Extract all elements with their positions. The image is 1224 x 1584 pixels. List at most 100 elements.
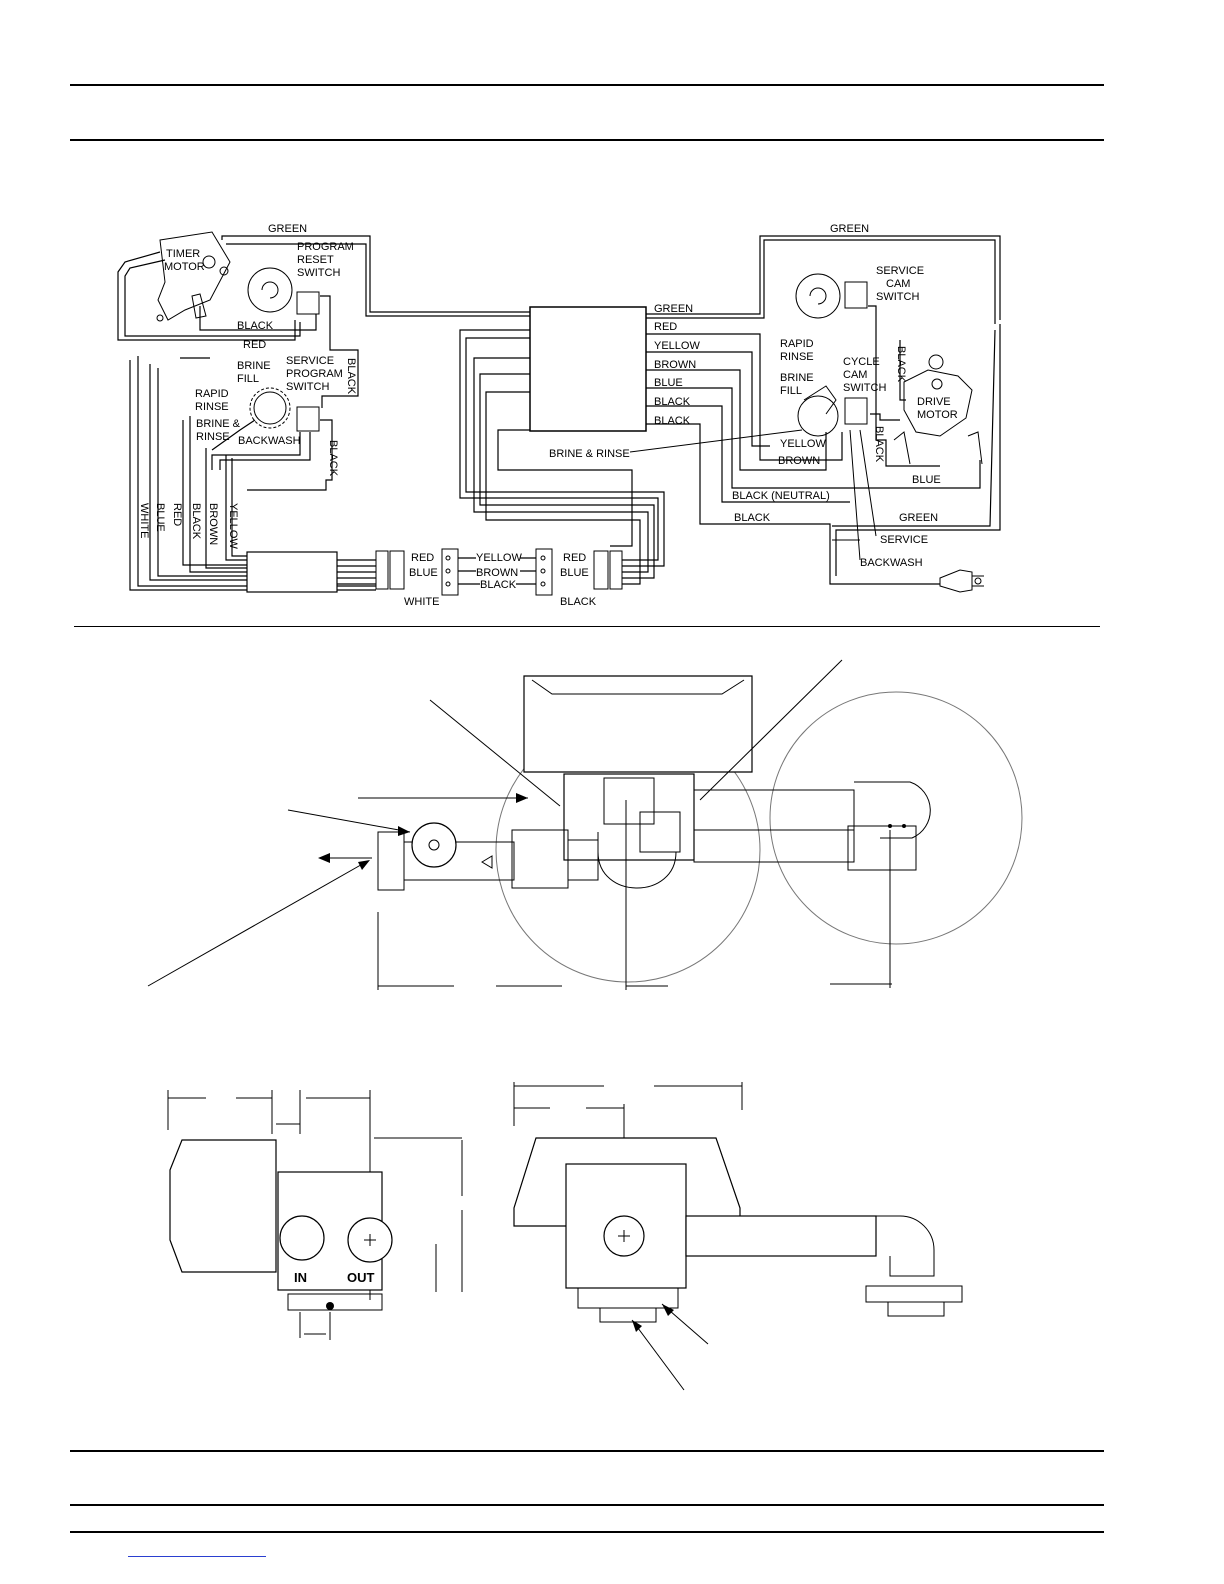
- bundle-blue: BLUE: [154, 503, 166, 532]
- cycle-cam-label-1: CYCLE: [843, 356, 880, 368]
- connector-mid-black: BLACK: [480, 579, 517, 591]
- service-program-wheel-icon: [249, 387, 291, 429]
- timer-housing: [523, 675, 753, 773]
- brine-tank-outline: [769, 691, 1023, 945]
- drive-motor-label-1: DRIVE: [917, 396, 951, 408]
- timer-motor-label-1: TIMER: [166, 248, 200, 260]
- footer-rule-1: [70, 1450, 1104, 1452]
- bundle-sleeve: [246, 551, 338, 593]
- drive-motor-label-2: MOTOR: [917, 409, 958, 421]
- plug-left-1: [375, 550, 389, 590]
- service-label: SERVICE: [880, 534, 928, 546]
- power-plug-icon: [939, 569, 984, 593]
- side-timer-housing: [513, 1137, 741, 1227]
- plug-right-1: [593, 550, 609, 590]
- brine-rinse-left-1: BRINE &: [196, 418, 241, 430]
- black-label-1: BLACK: [237, 320, 274, 332]
- bundle-black: BLACK: [190, 503, 202, 540]
- black-vertical-4: BLACK: [873, 426, 885, 463]
- cycle-cam-switch-icon: [844, 397, 868, 425]
- wiring-diagram: TIMER MOTOR PROGRAM RESET SWITCH SERVICE…: [117, 223, 1001, 608]
- black-neutral-label: BLACK (NEUTRAL): [732, 490, 830, 502]
- service-cam-switch-icon: [844, 281, 868, 309]
- black-vertical-3: BLACK: [895, 346, 907, 383]
- brine-rinse-left-2: RINSE: [196, 431, 230, 443]
- connector-right-red: RED: [563, 552, 586, 564]
- service-cam-label-1: SERVICE: [876, 265, 924, 277]
- connector-mid-yellow: YELLOW: [476, 552, 522, 564]
- box-wire-black-2: BLACK: [654, 415, 691, 427]
- section-divider: [74, 626, 1100, 627]
- service-program-label-2: PROGRAM: [286, 368, 343, 380]
- connector-right-blue: BLUE: [560, 567, 589, 579]
- service-program-switch-icon: [296, 406, 320, 432]
- timer-motor-icon: [156, 231, 231, 322]
- out-label: OUT: [347, 1270, 375, 1285]
- box-wire-red: RED: [654, 321, 677, 333]
- green-top-left-label: GREEN: [268, 223, 307, 235]
- bundle-yellow: YELLOW: [227, 503, 239, 549]
- box-wire-blue: BLUE: [654, 377, 683, 389]
- plug-left-2: [389, 550, 405, 590]
- brine-line: [693, 789, 855, 831]
- valve-body: [563, 773, 695, 861]
- side-valve-body: [565, 1163, 687, 1289]
- flow-meter-icon: [411, 822, 457, 868]
- blue-right-label: BLUE: [912, 474, 941, 486]
- backwash-right-label: BACKWASH: [860, 557, 923, 569]
- rapid-rinse-left-1: RAPID: [195, 388, 229, 400]
- brine-fill-right-2: FILL: [780, 385, 802, 397]
- inlet-port-icon: [279, 1215, 325, 1261]
- connector-left-blue: BLUE: [409, 567, 438, 579]
- plug-right-2: [609, 550, 623, 590]
- program-reset-label-3: SWITCH: [297, 267, 340, 279]
- brine-fill-left-2: FILL: [237, 373, 259, 385]
- connector-left-white: WHITE: [404, 596, 439, 608]
- connector-mid-brown: BROWN: [476, 567, 518, 579]
- box-wire-yellow: YELLOW: [654, 340, 700, 352]
- service-cam-label-2: CAM: [886, 278, 910, 290]
- program-reset-switch-icon: [296, 291, 320, 315]
- header-rule-top: [70, 84, 1104, 86]
- cycle-cam-icon: [797, 395, 839, 437]
- drive-motor-icon: [893, 354, 983, 465]
- bundle-white: WHITE: [138, 503, 150, 538]
- side-brine-line: [685, 1215, 877, 1257]
- connector-left-red: RED: [411, 552, 434, 564]
- program-reset-label-1: PROGRAM: [297, 241, 354, 253]
- service-cam-icon: [795, 273, 841, 319]
- program-reset-label-2: RESET: [297, 254, 334, 266]
- connector-block-right: [535, 548, 553, 596]
- connector-block-left: [441, 548, 459, 596]
- box-wire-black-1: BLACK: [654, 396, 691, 408]
- inlet-fitting: [377, 831, 405, 891]
- service-program-label-1: SERVICE: [286, 355, 334, 367]
- footer-rule-2: [70, 1504, 1104, 1506]
- in-label: IN: [294, 1270, 307, 1285]
- cycle-cam-label-2: CAM: [843, 369, 867, 381]
- brown-right-label: BROWN: [778, 455, 820, 467]
- junction-box: [529, 306, 647, 432]
- brine-fill-left-1: BRINE: [237, 360, 271, 372]
- rapid-rinse-right-2: RINSE: [780, 351, 814, 363]
- service-program-label-3: SWITCH: [286, 381, 329, 393]
- brine-and-rinse-label: BRINE & RINSE: [549, 448, 630, 460]
- black-vertical-2: BLACK: [327, 440, 339, 477]
- footer-link-underline[interactable]: [128, 1556, 266, 1557]
- front-valve-body: [277, 1171, 383, 1291]
- front-timer-housing: [169, 1139, 277, 1273]
- black-bottom-label: BLACK: [734, 512, 771, 524]
- backwash-left-label: BACKWASH: [238, 435, 301, 447]
- service-cam-label-3: SWITCH: [876, 291, 919, 303]
- connector-right-black: BLACK: [560, 596, 597, 608]
- cycle-cam-label-3: SWITCH: [843, 382, 886, 394]
- brine-fill-right-1: BRINE: [780, 372, 814, 384]
- header-rule-bottom: [70, 139, 1104, 141]
- yellow-right-label: YELLOW: [780, 438, 826, 450]
- rapid-rinse-right-1: RAPID: [780, 338, 814, 350]
- program-reset-cam-icon: [247, 267, 293, 313]
- outlet-port-icon: [347, 1217, 393, 1263]
- red-label-1: RED: [243, 339, 266, 351]
- green-top-right-label: GREEN: [830, 223, 869, 235]
- rapid-rinse-left-2: RINSE: [195, 401, 229, 413]
